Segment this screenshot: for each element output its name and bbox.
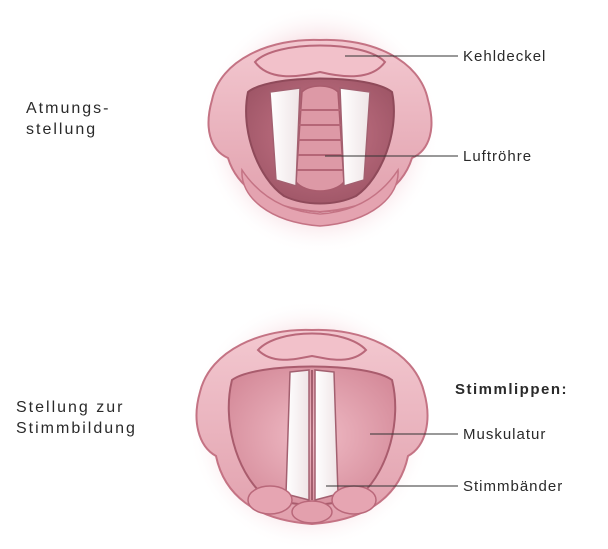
caption-phonation-line2: Stimmbildung: [16, 418, 137, 439]
caption-phonation: Stellung zur Stimmbildung: [16, 397, 137, 439]
label-epiglottis: Kehldeckel: [463, 47, 546, 66]
bump-center: [292, 501, 332, 523]
caption-phonation-line1: Stellung zur: [16, 397, 137, 418]
bottom-fold-right: [315, 370, 338, 500]
caption-breathing-line1: Atmungs-: [26, 98, 110, 119]
top-trachea: [296, 86, 344, 191]
label-ligaments: Stimmbänder: [463, 477, 563, 496]
label-trachea: Luftröhre: [463, 147, 532, 166]
caption-breathing: Atmungs- stellung: [26, 98, 110, 140]
label-muscle: Muskulatur: [463, 425, 546, 444]
larynx-phonation: [188, 300, 432, 549]
bottom-fold-left: [286, 370, 309, 500]
bump-left: [248, 486, 292, 514]
caption-breathing-line2: stellung: [26, 119, 110, 140]
larynx-breathing: [200, 5, 440, 255]
label-vocal-lips-heading: Stimmlippen:: [455, 380, 568, 399]
bump-right: [332, 486, 376, 514]
